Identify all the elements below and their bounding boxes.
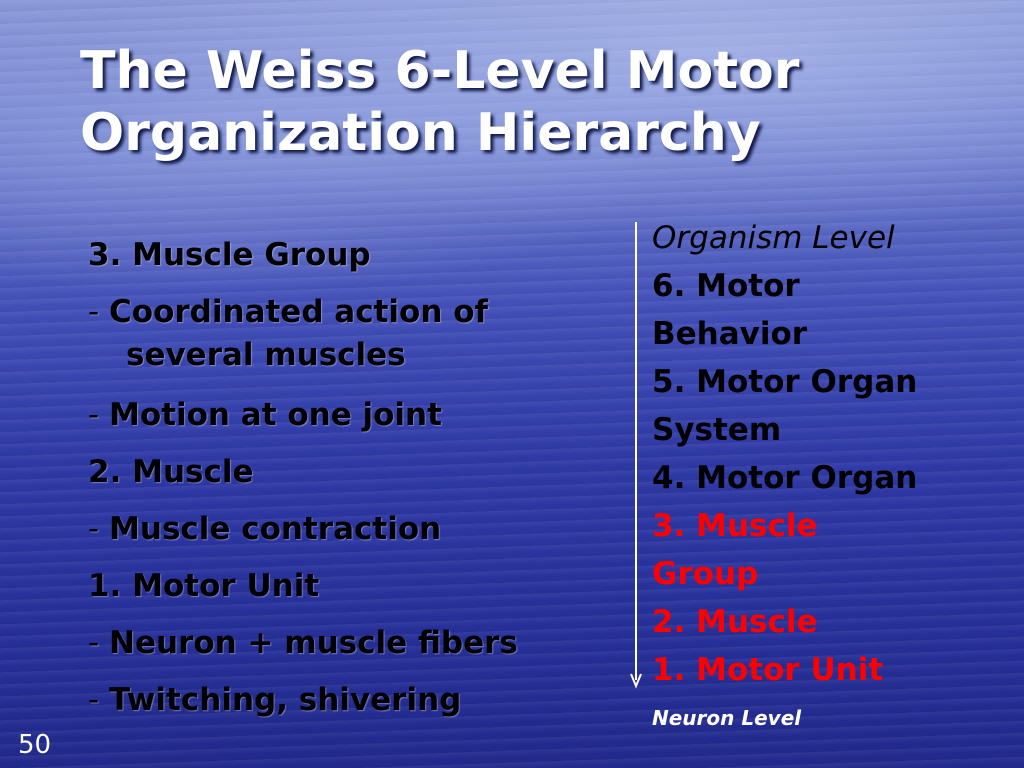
neuron-level-label: Neuron Level xyxy=(652,706,802,730)
list-item: - Muscle contraction xyxy=(88,511,442,547)
list-item: 2. Muscle xyxy=(88,454,254,490)
list-item: - Twitching, shivering xyxy=(88,682,462,718)
hierarchy-level-2: 2. Muscle xyxy=(652,604,818,640)
page-number: 50 xyxy=(18,730,52,760)
hierarchy-level-6: 6. Motor Behavior xyxy=(652,268,808,352)
hierarchy-level-3: 3. Muscle Group xyxy=(652,508,818,592)
hierarchy-level-1: 1. Motor Unit xyxy=(652,652,884,688)
list-item: 1. Motor Unit xyxy=(88,568,320,604)
down-arrow-icon xyxy=(630,222,642,689)
list-item: - Motion at one joint xyxy=(88,397,442,433)
list-item: - Neuron + muscle fibers xyxy=(88,625,518,661)
hierarchy-list: Organism Level 6. Motor Behavior 5. Moto… xyxy=(652,214,992,694)
list-item: 3. Muscle Group xyxy=(88,237,371,273)
title-line-1: The Weiss 6-Level Motor xyxy=(80,41,800,101)
organism-level-label: Organism Level xyxy=(652,220,895,256)
slide-title: The Weiss 6-Level Motor Organization Hie… xyxy=(80,40,980,164)
hierarchy-level-5: 5. Motor Organ System xyxy=(652,364,918,448)
title-line-2: Organization Hierarchy xyxy=(80,103,761,163)
hierarchy-level-4: 4. Motor Organ xyxy=(652,460,918,496)
